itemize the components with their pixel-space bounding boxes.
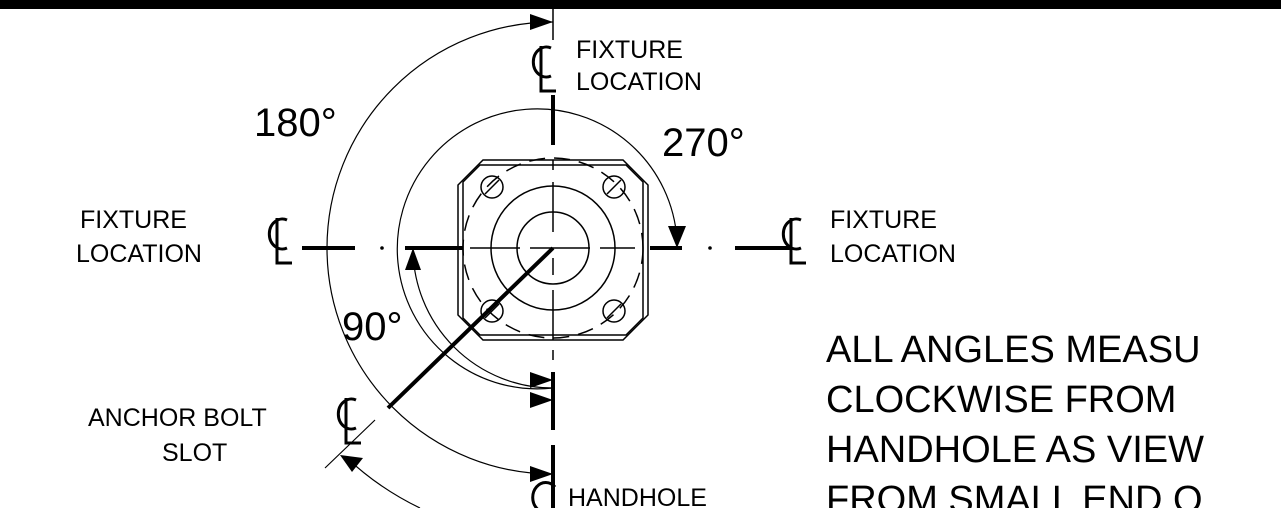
arc-270 [396,108,678,390]
centerline-symbols [267,45,806,508]
fixture-left-line2: LOCATION [76,240,202,268]
note-line3: HANDHOLE AS VIEW [826,429,1204,471]
anchor-bolt-line [324,246,555,469]
cl-symbol-anchor [336,397,361,445]
arc-180 [326,21,554,475]
arc-anchor [346,457,421,508]
note-line2: CLOCKWISE FROM [826,379,1176,421]
arrowheads [340,14,686,482]
base-plate [457,157,649,341]
bolt-hole-top-right [602,175,626,199]
arrow-90 [405,248,421,270]
arrow-anchor [340,455,363,472]
arc-90 [412,247,554,389]
bolt-hole-bottom-right [602,299,626,323]
arrow-270 [668,226,686,248]
cl-symbol-top [531,45,556,93]
fixture-top-line1: FIXTURE [576,36,683,64]
anchor-bolt-line1: ANCHOR BOLT [88,404,267,432]
angle-90: 90° [342,305,403,349]
bolt-hole-bottom-left [480,299,504,323]
bolt-hole-top-left [480,175,504,199]
cl-symbol-left [267,217,292,265]
fixture-right-line1: FIXTURE [830,206,937,234]
note-line1: ALL ANGLES MEASU [826,329,1201,371]
top-border [0,0,1281,9]
anchor-bolt-line2: SLOT [162,439,227,467]
arrow-lower-mid [530,392,553,408]
cl-symbol-handhole [531,481,557,508]
handhole-label: HANDHOLE [568,484,707,508]
fixture-top-line2: LOCATION [576,68,702,96]
fixture-left-line1: FIXTURE [80,206,187,234]
labels: FIXTURE LOCATION FIXTURE LOCATION FIXTUR… [76,36,1204,508]
cl-symbol-right [781,217,806,265]
arrow-bottom [530,466,553,482]
note-line4: FROM SMALL END O [826,479,1203,508]
arrow-upper-mid [530,372,553,388]
horizontal-centerline [302,246,790,250]
angle-270: 270° [662,121,745,165]
arrow-top [530,14,553,30]
angle-arcs [326,21,678,508]
fixture-right-line2: LOCATION [830,240,956,268]
angle-180: 180° [254,101,337,145]
